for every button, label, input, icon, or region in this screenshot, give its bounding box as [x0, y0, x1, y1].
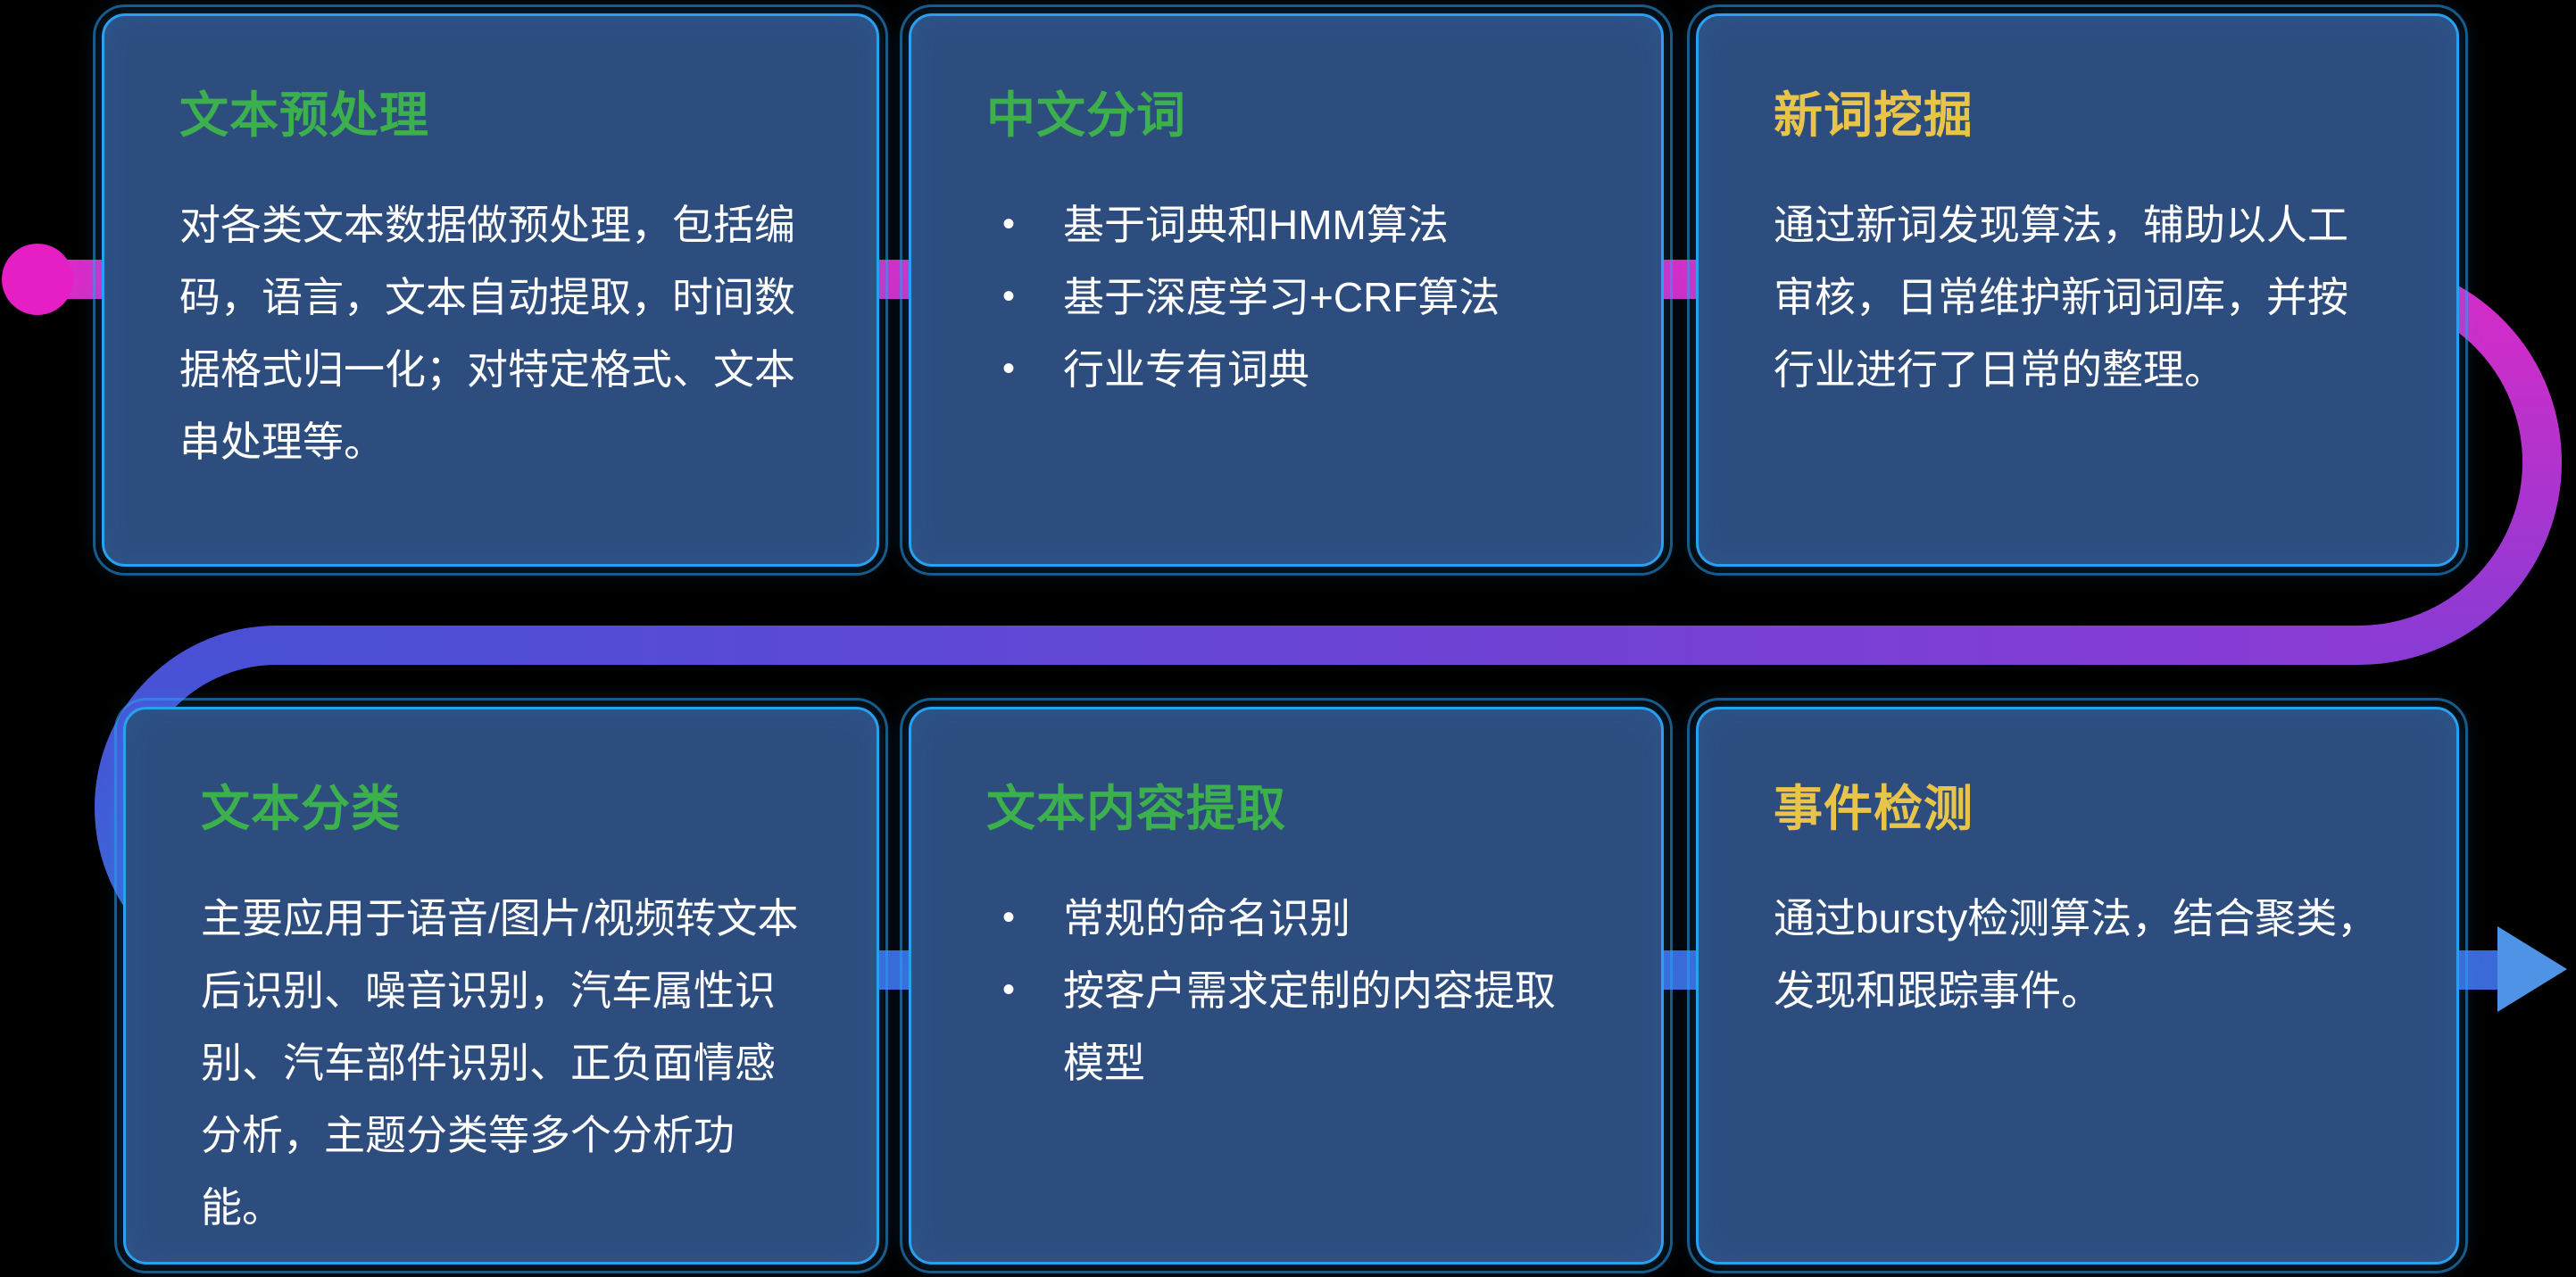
card-text-preprocessing: 文本预处理 对各类文本数据做预处理，包括编码，语言，文本自动提取，时间数据格式归… [93, 4, 888, 576]
card-body: 对各类文本数据做预处理，包括编码，语言，文本自动提取，时间数据格式归一化；对特定… [179, 202, 795, 465]
bullet-item: 基于深度学习+CRF算法 [986, 261, 1590, 334]
card-title: 新词挖掘 [1774, 87, 1974, 143]
bullet-item: 常规的命名识别 [986, 883, 1590, 955]
card-body: 通过新词发现算法，辅助以人工审核，日常维护新词词库，并按行业进行了日常的整理。 [1774, 202, 2348, 393]
card-new-word-mining: 新词挖掘 通过新词发现算法，辅助以人工审核，日常维护新词词库，并按行业进行了日常… [1687, 4, 2468, 576]
bullet-item: 行业专有词典 [986, 334, 1590, 406]
card-event-detection: 事件检测 通过bursty检测算法，结合聚类，发现和跟踪事件。 [1687, 698, 2468, 1273]
card-title: 文本预处理 [179, 87, 430, 143]
card-title: 事件检测 [1774, 781, 1974, 836]
bullet-item: 按客户需求定制的内容提取模型 [986, 955, 1590, 1099]
card-bullet-list: 基于词典和HMM算法 基于深度学习+CRF算法 行业专有词典 [986, 189, 1590, 406]
card-title: 中文分词 [986, 87, 1187, 143]
flow-start-dot-icon [2, 244, 73, 315]
card-text-classification: 文本分类 主要应用于语音/图片/视频转文本后识别、噪音识别，汽车属性识别、汽车部… [114, 698, 888, 1273]
card-title: 文本分类 [201, 781, 402, 836]
bullet-item: 基于词典和HMM算法 [986, 189, 1590, 261]
card-bullet-list: 常规的命名识别 按客户需求定制的内容提取模型 [986, 883, 1590, 1099]
card-chinese-word-segmentation: 中文分词 基于词典和HMM算法 基于深度学习+CRF算法 行业专有词典 [900, 4, 1673, 576]
card-title: 文本内容提取 [986, 781, 1287, 836]
card-body: 通过bursty检测算法，结合聚类，发现和跟踪事件。 [1774, 895, 2379, 1014]
flow-arrow-right-icon [2497, 926, 2567, 1012]
card-text-content-extraction: 文本内容提取 常规的命名识别 按客户需求定制的内容提取模型 [900, 698, 1673, 1273]
card-body: 主要应用于语音/图片/视频转文本后识别、噪音识别，汽车属性识别、汽车部件识别、正… [201, 895, 799, 1231]
